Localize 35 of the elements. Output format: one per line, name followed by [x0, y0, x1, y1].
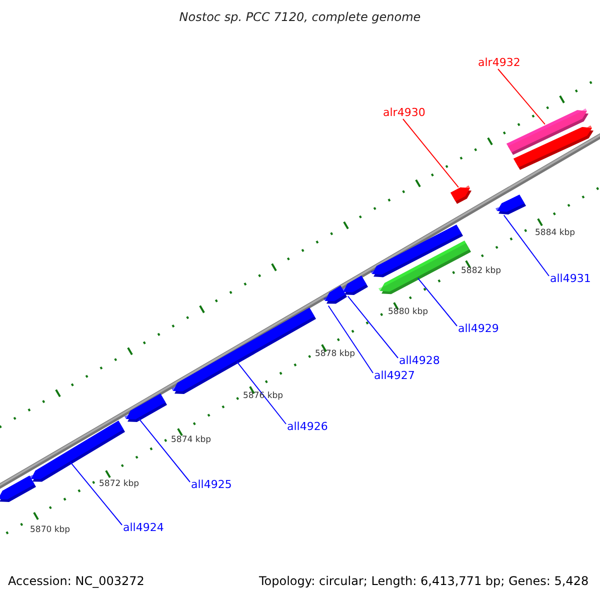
scale-label: 5874 kbp: [171, 436, 212, 444]
gene-label: all4925: [191, 479, 232, 490]
leader-line: [347, 296, 398, 358]
gene-bar: [496, 194, 526, 214]
leader-line: [402, 118, 459, 188]
gene-label: alr4930: [383, 107, 426, 118]
gene-label: all4929: [458, 323, 499, 334]
scale-label: 5880 kbp: [388, 308, 428, 316]
gene-label: all4927: [374, 370, 415, 381]
scale-label: 5882 kbp: [461, 267, 502, 276]
scale-label: 5870 kbp: [30, 526, 70, 534]
leader-line: [503, 214, 550, 276]
gene-bar: [0, 476, 36, 502]
gene-label: all4931: [550, 273, 591, 284]
gene-label: all4926: [287, 421, 328, 432]
scale-label: 5876 kbp: [243, 392, 284, 400]
scale-label: 5872 kbp: [99, 480, 140, 488]
accession-text: Accession: NC_003272: [8, 575, 144, 587]
gene-label: all4928: [399, 355, 440, 366]
leader-line: [498, 68, 546, 125]
gene-bar: [342, 276, 368, 295]
leader-line: [70, 462, 122, 526]
leader-line: [328, 305, 374, 374]
scale-label: 5878 kbp: [315, 350, 356, 358]
leader-line: [236, 361, 286, 424]
gene-bar: [124, 394, 168, 422]
scale-label: 5884 kbp: [535, 229, 576, 238]
title: Nostoc sp. PCC 7120, complete genome: [178, 11, 422, 23]
gene-bar: [324, 286, 348, 304]
genome-summary-text: Topology: circular; Length: 6,413,771 bp; Genes: 5,428: [259, 575, 589, 587]
gene-bar: [450, 185, 472, 204]
gene-label: alr4932: [478, 57, 520, 68]
gene-bar: [513, 125, 594, 170]
leader-line: [138, 418, 190, 482]
gene-label: all4924: [123, 522, 164, 533]
